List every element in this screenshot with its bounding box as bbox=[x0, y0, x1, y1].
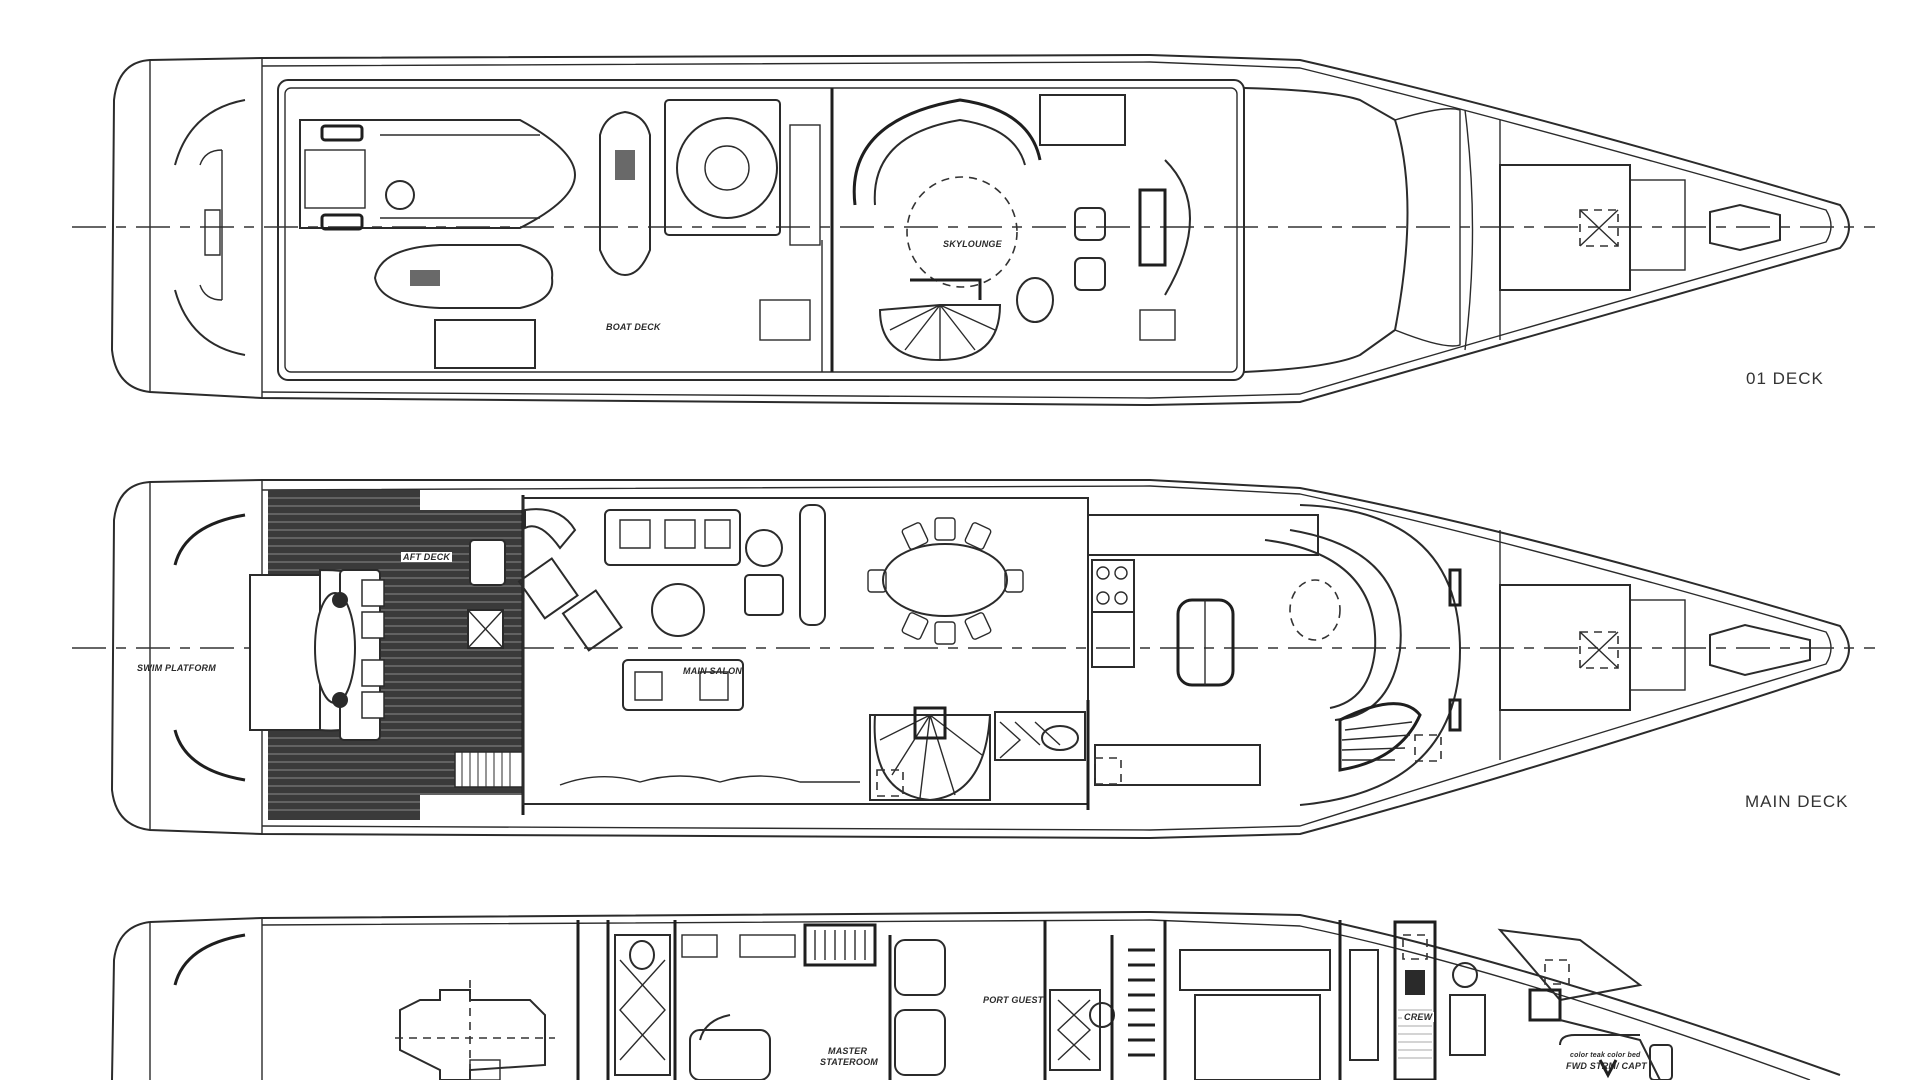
swim-platform-label: SWIM PLATFORM bbox=[137, 663, 216, 673]
fwd-strm-note: color teak color bed bbox=[1570, 1052, 1641, 1059]
port-guest-label: PORT GUEST bbox=[983, 995, 1044, 1005]
master-stateroom-label-1: MASTER bbox=[828, 1046, 868, 1056]
lower-deck-plan bbox=[111, 910, 1841, 1080]
crew-label: CREW bbox=[1402, 1012, 1435, 1022]
fwd-strm-capt-label: FWD STRM/ CAPT bbox=[1566, 1061, 1647, 1071]
skylounge-label: SKYLOUNGE bbox=[943, 239, 1002, 249]
o1-deck-plan bbox=[72, 53, 1875, 407]
main-deck-plan bbox=[72, 479, 1875, 840]
main-deck-label: MAIN DECK bbox=[1745, 792, 1849, 811]
boat-deck-label: BOAT DECK bbox=[606, 322, 661, 332]
main-salon-label: MAIN SALON bbox=[683, 666, 742, 676]
aft-deck-teak bbox=[249, 490, 524, 820]
o1-deck-label: 01 DECK bbox=[1746, 369, 1824, 388]
aft-deck-label: AFT DECK bbox=[401, 552, 453, 562]
master-stateroom-label-2: STATEROOM bbox=[820, 1057, 878, 1067]
